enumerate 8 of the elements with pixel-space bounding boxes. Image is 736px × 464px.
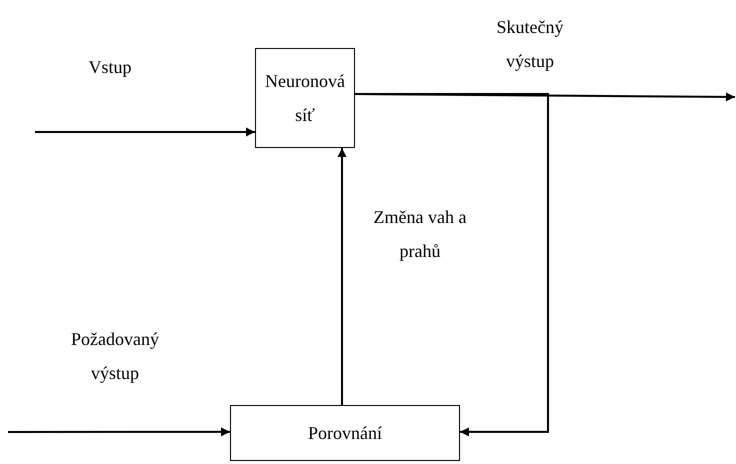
process-box bbox=[255, 48, 355, 148]
arrow bbox=[338, 148, 346, 405]
node-label: Porovnání bbox=[308, 422, 382, 445]
node-label: Neuronová síť bbox=[265, 70, 345, 127]
arrow bbox=[355, 93, 549, 436]
arrow bbox=[35, 128, 255, 136]
arrow bbox=[8, 427, 230, 436]
process-box bbox=[230, 405, 460, 461]
